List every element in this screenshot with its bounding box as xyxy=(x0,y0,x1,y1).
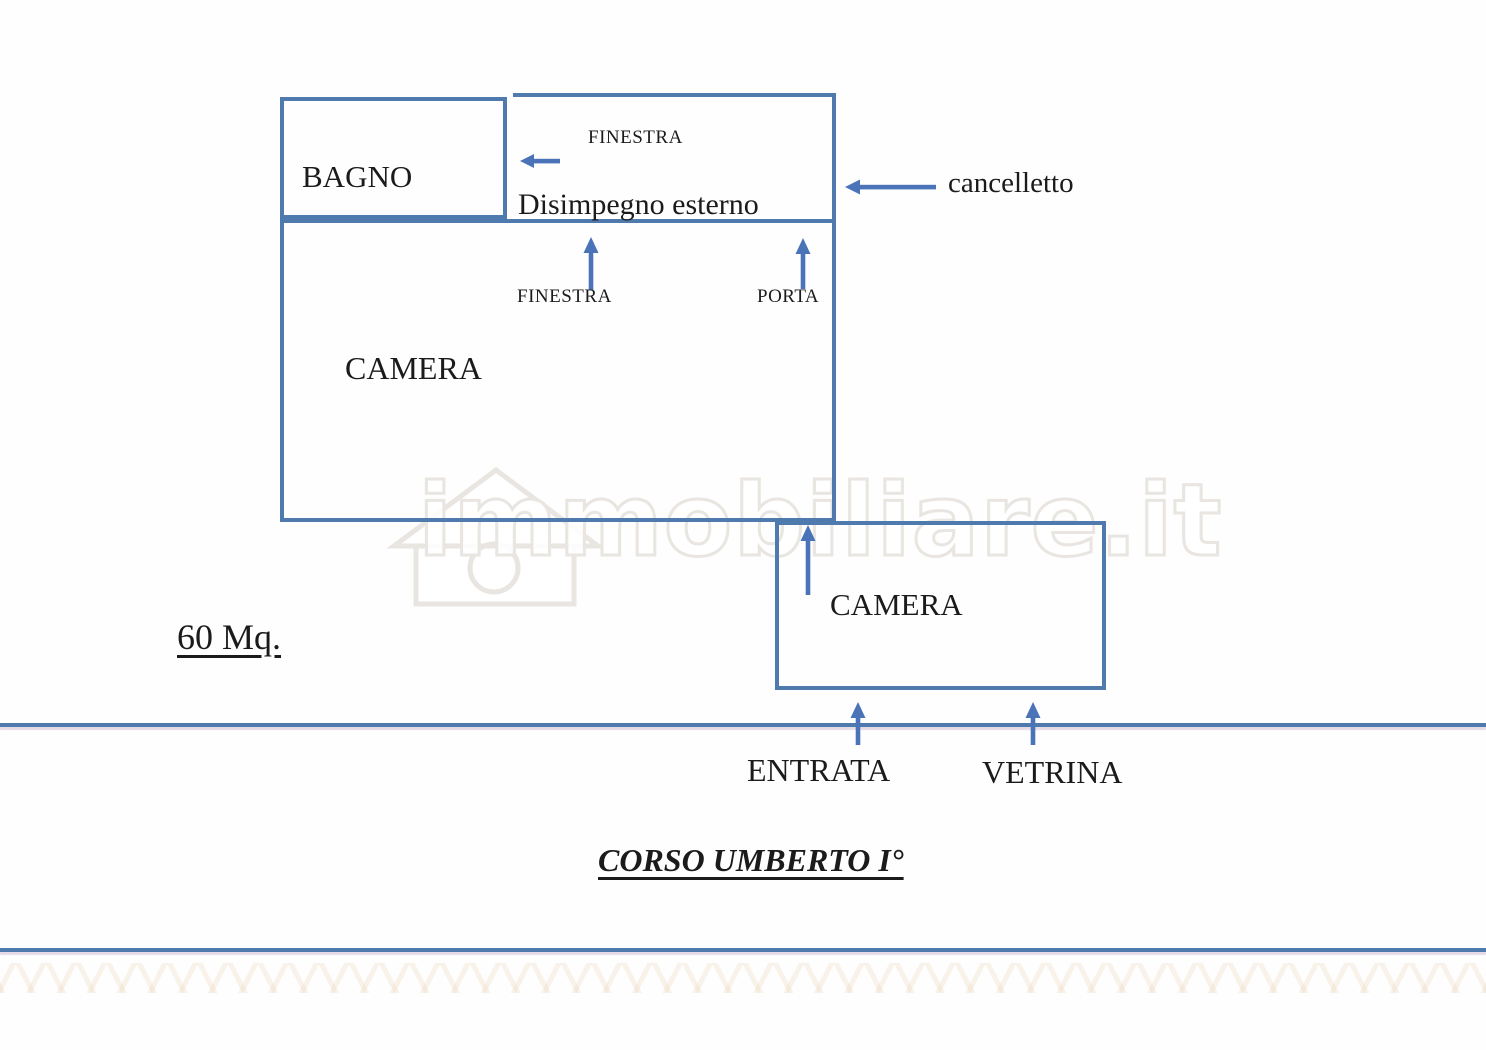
vetrina-label: VETRINA xyxy=(982,754,1123,790)
disimpegno-right-wall xyxy=(832,93,836,223)
camera-piccola-room-outline xyxy=(775,521,1106,690)
cancelletto-label: cancelletto xyxy=(948,167,1074,199)
finestra-disimpegno-label: FINESTRA xyxy=(588,127,683,148)
disimpegno-esterno-label: Disimpegno esterno xyxy=(518,188,759,221)
cancelletto-arrow-left-icon xyxy=(845,179,936,195)
camera-piccola-room-label: CAMERA xyxy=(830,587,963,622)
camera-grande-room-label: CAMERA xyxy=(345,350,482,386)
street-sidewalk-line xyxy=(0,723,1486,727)
watermark-house-icon xyxy=(386,466,606,607)
entrata-arrow-up-icon xyxy=(850,702,866,745)
vetrina-arrow-up-icon xyxy=(1025,702,1041,745)
street-name-label: CORSO UMBERTO I° xyxy=(598,842,904,878)
disimpegno-top-wall xyxy=(513,93,836,97)
bagno-room-label: BAGNO xyxy=(302,159,413,194)
finestra-camera-arrow-up-icon xyxy=(583,237,599,290)
finestra-disimpegno-arrow-left-icon xyxy=(520,154,560,168)
porta-arrow-up-icon xyxy=(795,238,811,289)
entrata-label: ENTRATA xyxy=(747,752,891,788)
camera-grande-room-outline xyxy=(280,219,836,522)
street-bottom-line xyxy=(0,948,1486,952)
area-size-label: 60 Mq. xyxy=(177,617,282,657)
watermark-zigzag-strip xyxy=(0,963,1486,993)
finestra-camera-label: FINESTRA xyxy=(517,286,612,307)
camera-piccola-door-arrow-up-icon xyxy=(800,525,816,595)
porta-label: PORTA xyxy=(757,286,820,307)
bagno-room-outline xyxy=(280,97,507,219)
